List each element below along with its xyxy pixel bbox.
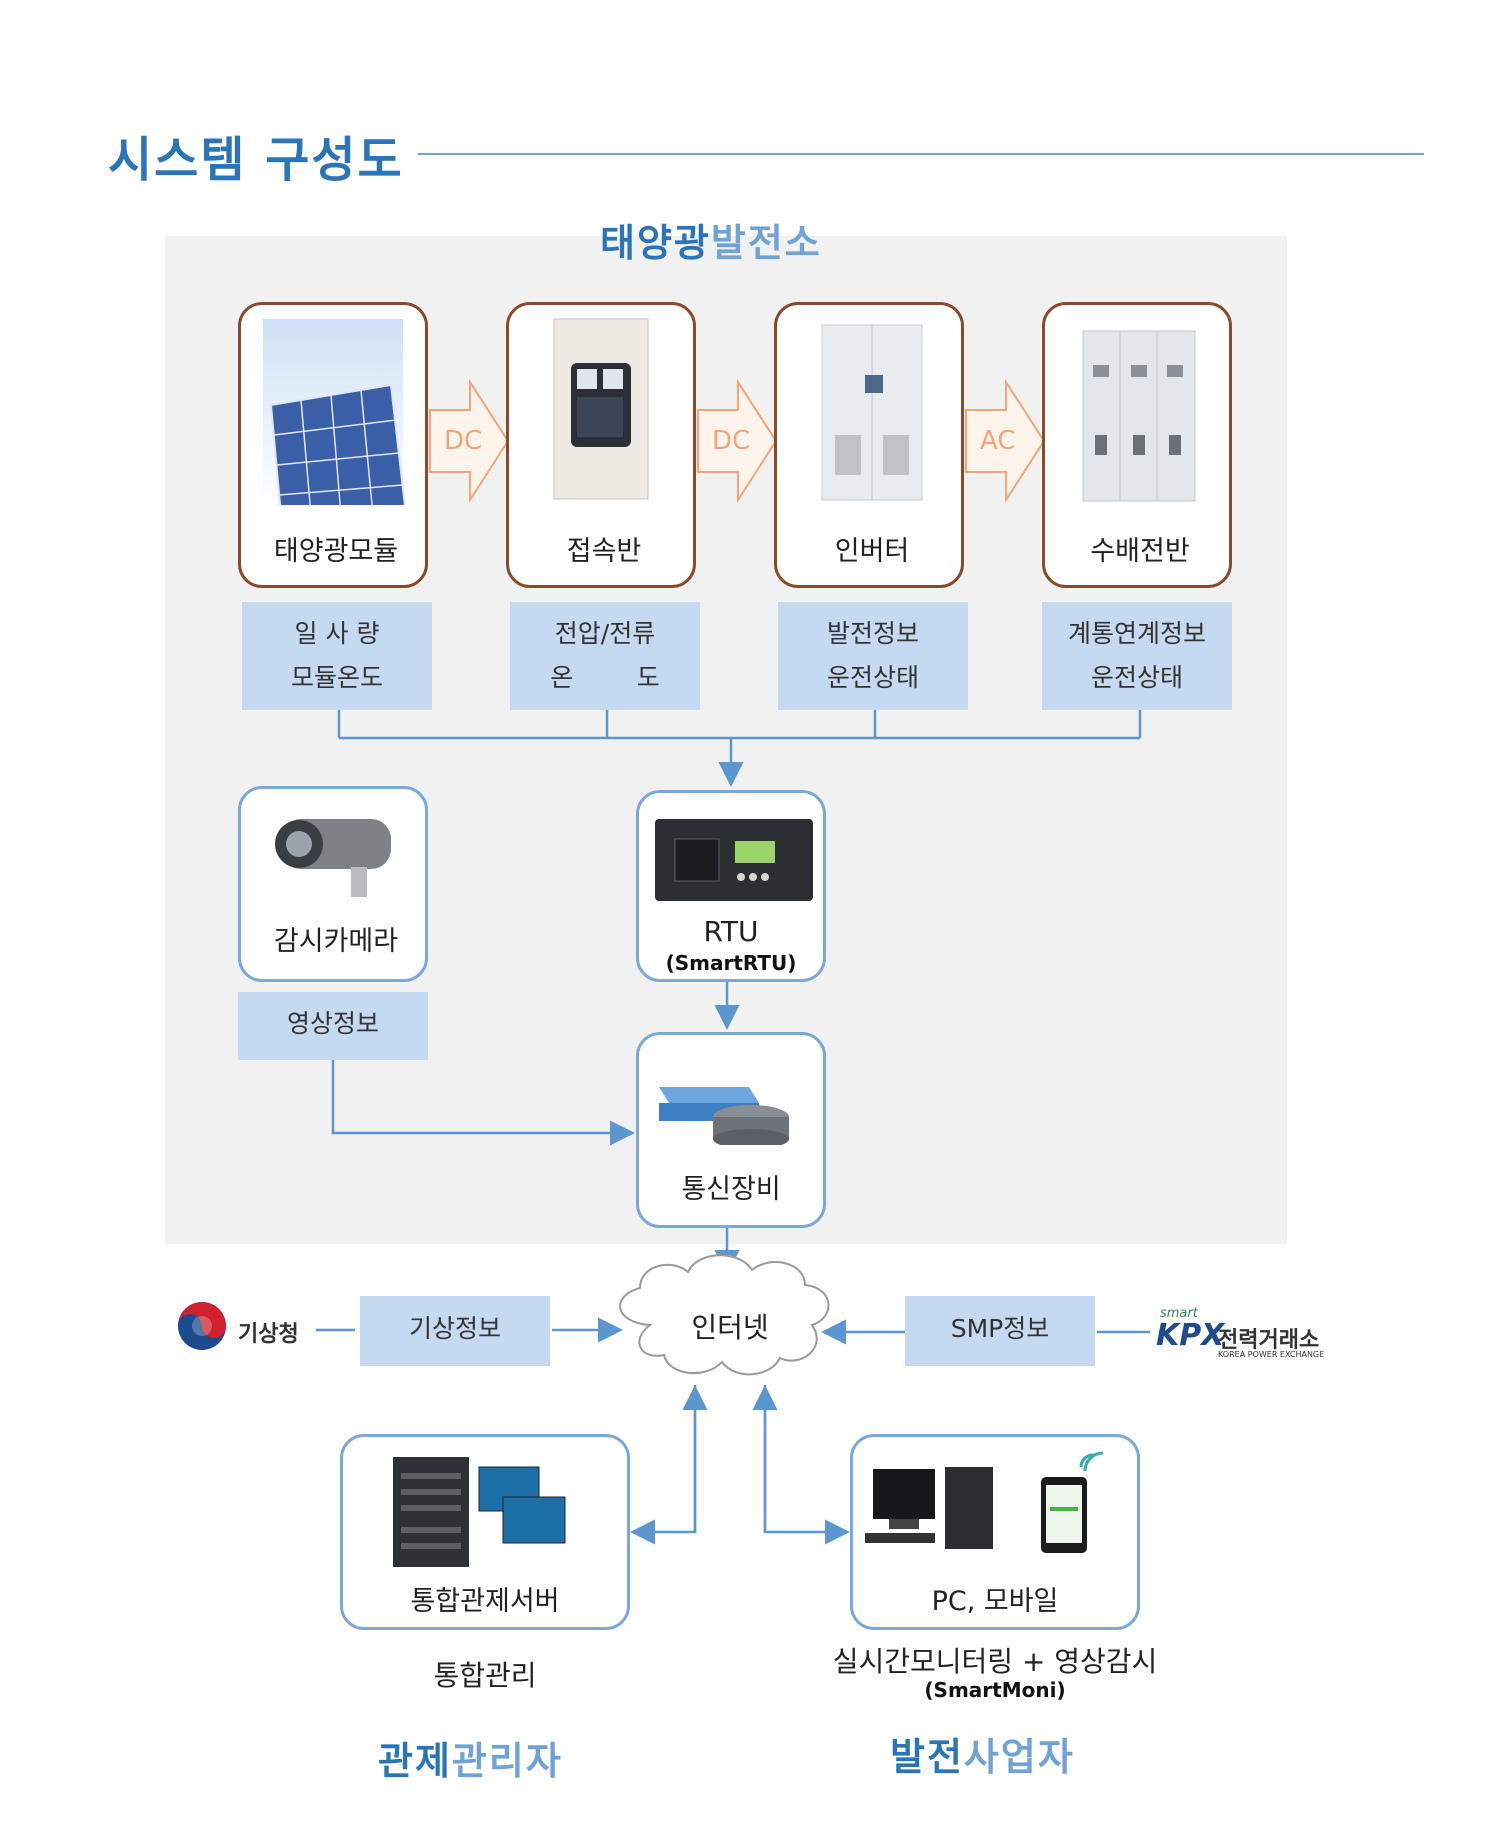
role-title-light: 관리자	[451, 1739, 563, 1783]
flow-label-3: AC	[980, 426, 1016, 456]
equipment-card-solar-module: 태양광모듈	[238, 302, 428, 588]
role-title-control-manager: 관제관리자	[378, 1730, 563, 1785]
kma-logo-icon	[178, 1302, 226, 1350]
kpx-name: 전력거래소	[1218, 1328, 1320, 1353]
info-box-inverter: 발전정보 운전상태	[778, 602, 968, 710]
equipment-label-inverter: 인버터	[834, 536, 910, 567]
page-title: 시스템 구성도	[108, 132, 404, 188]
client-caption: 실시간모니터링 + 영상감시	[832, 1645, 1158, 1678]
info-box-camera: 영상정보	[238, 992, 428, 1060]
server-icon	[393, 1457, 566, 1567]
client-label: PC, 모바일	[931, 1586, 1059, 1617]
info-line: 전압/전류	[554, 619, 656, 648]
solar-panel-icon	[263, 319, 406, 505]
plant-title: 태양광발전소	[600, 212, 822, 267]
router-switch-icon	[659, 1087, 789, 1145]
camera-card: 감시카메라	[238, 786, 428, 982]
junction-box-icon	[553, 318, 649, 500]
info-box-smp: SMP정보	[905, 1296, 1095, 1366]
role-title-power-operator: 발전사업자	[890, 1726, 1075, 1781]
info-line: 기상정보	[408, 1314, 501, 1343]
flow-label-1: DC	[444, 426, 483, 456]
role-title-bold: 발전	[890, 1735, 964, 1779]
rtu-sub-label: (SmartRTU)	[665, 951, 797, 975]
info-box-switchgear: 계통연계정보 운전상태	[1042, 602, 1232, 710]
server-label: 통합관제서버	[410, 1586, 560, 1617]
client-caption-sub: (SmartMoni)	[924, 1678, 1066, 1702]
pc-mobile-icon	[865, 1451, 1104, 1553]
info-line: 일 사 량	[294, 619, 380, 648]
kpx-smart-text: smart	[1160, 1306, 1198, 1321]
flow-arrow-1	[429, 378, 510, 504]
rtu-card: RTU (SmartRTU)	[636, 790, 826, 982]
internet-cloud	[619, 1254, 830, 1376]
info-line: 계통연계정보	[1067, 619, 1206, 648]
plant-title-light: 발전소	[710, 221, 822, 265]
info-line: 온 도	[550, 663, 660, 692]
comm-equipment-label: 통신장비	[681, 1174, 781, 1205]
role-title-bold: 관제	[378, 1739, 452, 1783]
flow-arrow-2	[697, 378, 778, 504]
role-title-light: 사업자	[963, 1735, 1075, 1779]
plant-title-bold: 태양광	[600, 221, 711, 265]
info-box-junction-box: 전압/전류 온 도	[510, 602, 700, 710]
equipment-label-junction-box: 접속반	[566, 536, 642, 567]
info-line: 발전정보	[826, 619, 919, 648]
equipment-card-junction-box: 접속반	[506, 302, 696, 588]
info-line: 영상정보	[286, 1009, 379, 1038]
kpx-logo: KPX	[1156, 1318, 1225, 1353]
equipment-label-solar-module: 태양광모듈	[273, 536, 399, 567]
kma-name: 기상청	[238, 1322, 299, 1347]
switchgear-icon	[1082, 330, 1196, 502]
inverter-icon	[821, 324, 923, 501]
info-box-solar-module: 일 사 량 모듈온도	[242, 602, 432, 710]
equipment-card-inverter: 인버터	[774, 302, 964, 588]
info-line: SMP정보	[950, 1314, 1050, 1343]
comm-equipment-card: 통신장비	[636, 1032, 826, 1228]
server-caption: 통합관리	[433, 1659, 537, 1692]
client-card: PC, 모바일	[850, 1434, 1140, 1630]
info-line: 모듈온도	[290, 663, 383, 692]
server-card: 통합관제서버	[340, 1434, 630, 1630]
equipment-label-switchgear: 수배전반	[1090, 536, 1190, 567]
camera-icon	[275, 819, 391, 897]
flow-label-2: DC	[712, 426, 751, 456]
title-divider	[418, 153, 1424, 155]
info-box-weather: 기상정보	[360, 1296, 550, 1366]
flow-arrow-3	[965, 378, 1046, 504]
camera-label: 감시카메라	[273, 926, 399, 957]
internet-label: 인터넷	[691, 1311, 769, 1344]
kpx-english-name: KOREA POWER EXCHANGE	[1218, 1350, 1325, 1359]
equipment-card-switchgear: 수배전반	[1042, 302, 1232, 588]
rtu-device-icon	[655, 819, 813, 901]
rtu-label: RTU	[703, 915, 759, 948]
info-line: 운전상태	[1090, 663, 1183, 692]
info-line: 운전상태	[826, 663, 919, 692]
